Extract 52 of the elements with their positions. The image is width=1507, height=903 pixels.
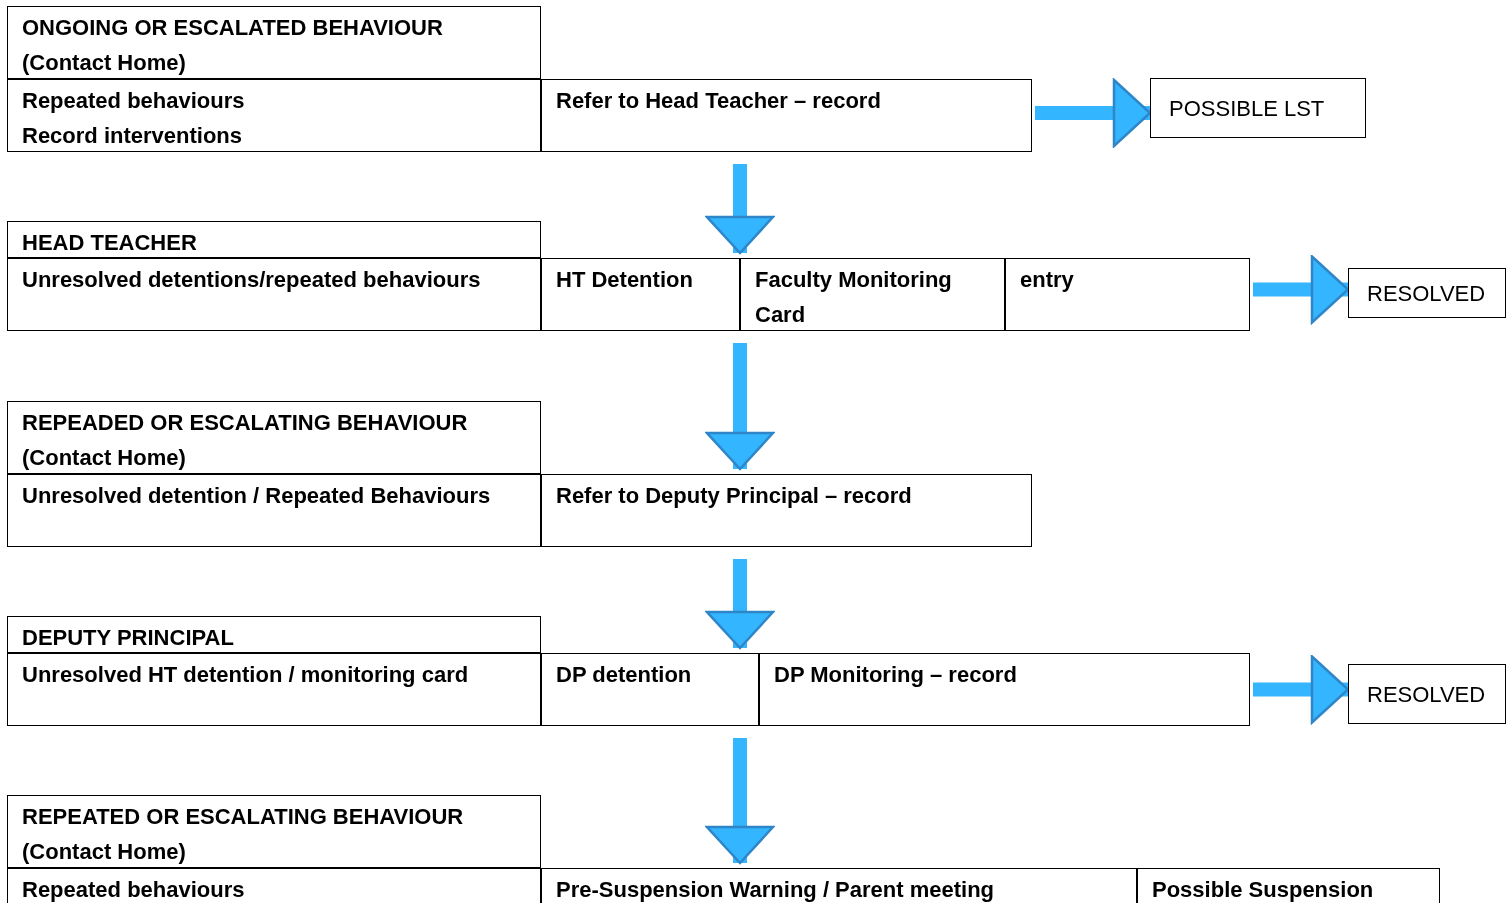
- block-arrow: [1253, 255, 1350, 324]
- cell-text: Pre-Suspension Warning / Parent meeting: [556, 876, 996, 903]
- block-arrow: [1035, 78, 1152, 148]
- table-cell: [7, 79, 541, 152]
- cell-text: Repeated behaviours: [22, 87, 246, 115]
- cell-text: Possible Suspension: [1152, 876, 1375, 903]
- table-cell: [1005, 258, 1250, 331]
- cell-text: Unresolved HT detention / monitoring card: [22, 661, 470, 689]
- cell-text: DEPUTY PRINCIPAL: [22, 624, 235, 652]
- table-cell: [7, 795, 541, 868]
- table-cell: [541, 653, 759, 726]
- cell-text: Record interventions: [22, 122, 244, 150]
- table-cell: [1137, 868, 1440, 903]
- cell-text: DP Monitoring – record: [774, 661, 1018, 689]
- cell-text: REPEADED OR ESCALATING BEHAVIOUR (Contact Home): [22, 409, 469, 472]
- table-cell: [7, 6, 541, 79]
- cell-text: Faculty Monitoring Card: [755, 266, 953, 329]
- table-cell: [7, 221, 541, 258]
- cell-text: POSSIBLE LST: [1169, 94, 1325, 123]
- table-cell: [1150, 78, 1366, 138]
- table-cell: [541, 79, 1032, 152]
- block-arrow: [1253, 655, 1350, 724]
- cell-text: Unresolved detentions/repeated behaviours: [22, 266, 482, 294]
- cell-text: HEAD TEACHER: [22, 229, 198, 257]
- cell-text: RESOLVED: [1367, 279, 1486, 308]
- block-arrow: [705, 559, 775, 650]
- table-cell: [7, 474, 541, 547]
- cell-text: ONGOING OR ESCALATED BEHAVIOUR (Contact Home): [22, 14, 444, 77]
- table-cell: [740, 258, 1005, 331]
- cell-text: entry: [1020, 266, 1075, 294]
- table-cell: [541, 868, 1137, 903]
- table-cell: [1348, 664, 1506, 724]
- block-arrow: [705, 738, 775, 865]
- table-cell: [7, 258, 541, 331]
- cell-text: HT Detention: [556, 266, 694, 294]
- table-cell: [541, 258, 740, 331]
- cell-text: Refer to Head Teacher – record: [556, 87, 882, 115]
- table-cell: [7, 868, 541, 903]
- cell-text: Repeated behaviours: [22, 876, 246, 903]
- cell-text: Refer to Deputy Principal – record: [556, 482, 913, 510]
- cell-text: REPEATED OR ESCALATING BEHAVIOUR (Contact Home): [22, 803, 465, 866]
- table-cell: [7, 401, 541, 474]
- block-arrow: [705, 164, 775, 255]
- table-cell: [541, 474, 1032, 547]
- table-cell: [7, 616, 541, 653]
- cell-text: Unresolved detention / Repeated Behaviours: [22, 482, 492, 510]
- table-cell: [7, 653, 541, 726]
- cell-text: DP detention: [556, 661, 693, 689]
- table-cell: [1348, 268, 1506, 318]
- table-cell: [759, 653, 1250, 726]
- block-arrow: [705, 343, 775, 471]
- cell-text: RESOLVED: [1367, 680, 1486, 709]
